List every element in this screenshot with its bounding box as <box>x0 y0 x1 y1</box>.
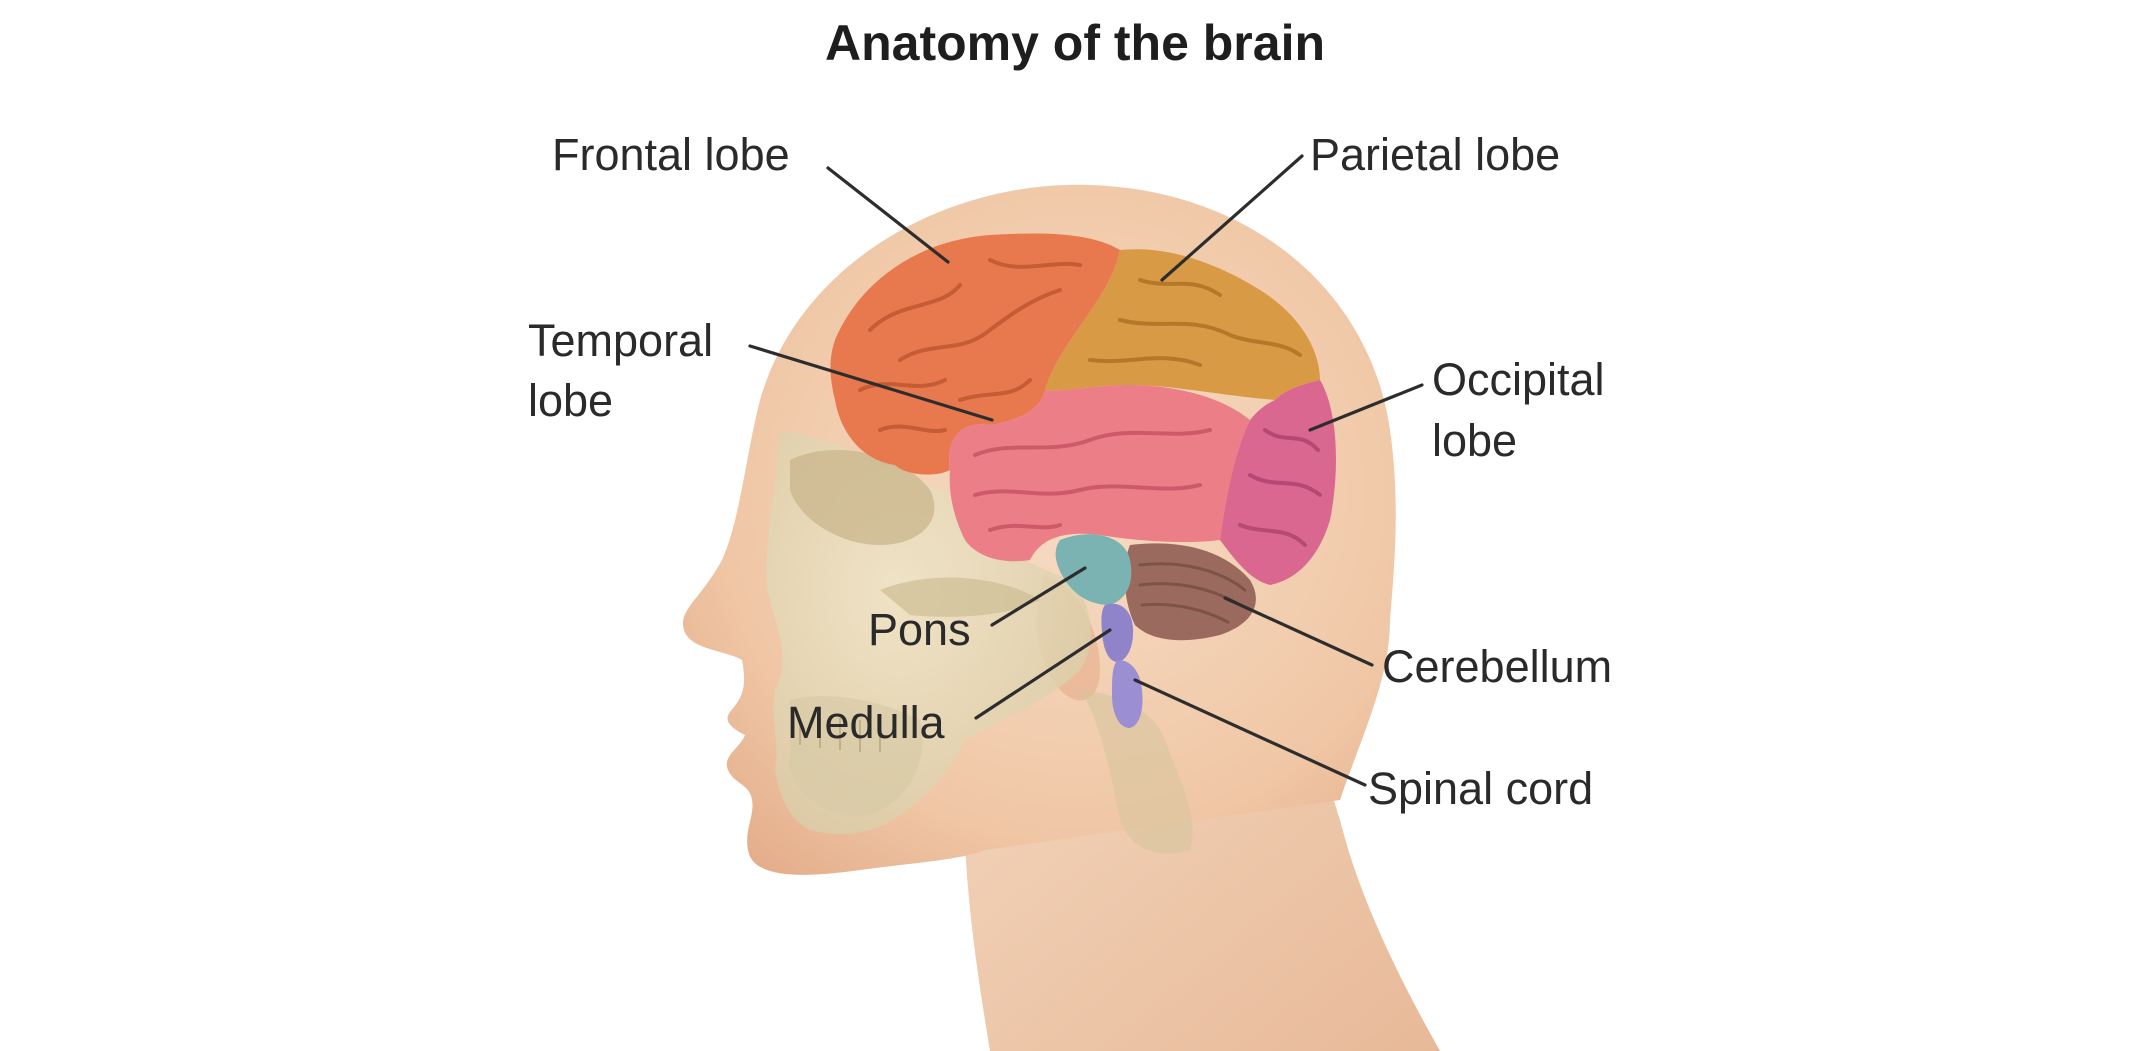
teeth <box>799 718 881 752</box>
temporal-gyri <box>973 428 1212 532</box>
parietal-gyri <box>1088 278 1302 367</box>
label-spinal-cord: Spinal cord <box>1368 763 1593 814</box>
leader-medulla <box>974 628 1112 720</box>
label-occipital-lobe-line2: lobe <box>1432 415 1517 466</box>
label-medulla: Medulla <box>787 697 946 748</box>
label-temporal-lobe-line2: lobe <box>528 375 613 426</box>
frontal-gyri <box>858 258 1082 433</box>
label-cerebellum: Cerebellum <box>1382 641 1612 692</box>
leader-pons <box>990 566 1087 627</box>
eye-socket <box>790 450 935 545</box>
cerebellum-region <box>1124 543 1256 641</box>
head-illustration <box>682 184 1440 1051</box>
temporal-lobe-region <box>949 385 1250 562</box>
label-parietal-lobe: Parietal lobe <box>1310 129 1560 180</box>
leader-cerebellum <box>1223 596 1374 667</box>
label-occipital-lobe-line1: Occipital <box>1432 354 1605 405</box>
cheekbone <box>880 577 1040 617</box>
spinal-cord-region <box>1112 660 1143 728</box>
jaw <box>790 696 923 816</box>
leader-frontal-lobe <box>826 166 950 264</box>
cervical-spine <box>1080 690 1193 854</box>
medulla-region <box>1101 603 1134 662</box>
leader-temporal-lobe <box>748 344 994 422</box>
pons-region <box>1055 534 1132 605</box>
occipital-gyri <box>1238 428 1322 547</box>
label-frontal-lobe: Frontal lobe <box>552 129 790 180</box>
leader-parietal-lobe <box>1160 154 1304 282</box>
diagram-title: Anatomy of the brain <box>825 15 1325 71</box>
label-temporal-lobe-line1: Temporal <box>528 315 713 366</box>
label-pons: Pons <box>868 604 971 655</box>
labels: Frontal lobe Parietal lobe Temporal lobe… <box>528 129 1612 814</box>
leader-occipital-lobe <box>1308 383 1424 432</box>
leader-lines <box>748 154 1424 787</box>
leader-spinal-cord <box>1133 678 1367 787</box>
